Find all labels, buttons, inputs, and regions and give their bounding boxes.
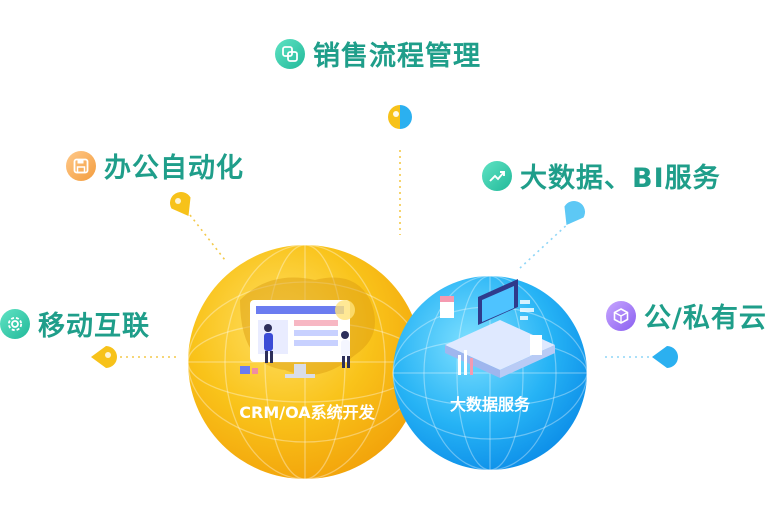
floppy-disk-icon <box>66 150 96 181</box>
feature-bigdata-bi-label: 大数据、BI服务 <box>520 163 721 194</box>
feature-mobile-label: 移动互联 <box>38 311 150 342</box>
map-pins <box>91 105 678 368</box>
gear-icon <box>0 308 30 339</box>
overlapping-squares-icon <box>275 38 305 69</box>
sphere-label-bigdata: 大数据服务 <box>450 395 531 414</box>
connector-office <box>189 214 226 261</box>
feature-cloud-label: 公/私有云 <box>644 303 767 334</box>
connector-bigdata <box>519 221 571 269</box>
feature-sales: 销售流程管理 <box>275 34 481 73</box>
cube-icon <box>606 300 636 331</box>
sphere-bigdata <box>392 275 588 471</box>
pin-sales <box>388 105 412 135</box>
feature-mobile: 移动互联 <box>0 304 150 343</box>
sphere-crm-oa <box>187 244 423 480</box>
sphere-label-crm-oa: CRM/OA系统开发 <box>239 403 375 422</box>
pin-bigdata <box>564 201 585 225</box>
feature-bigdata-bi: 大数据、BI服务 <box>482 156 721 195</box>
pin-office <box>170 192 191 216</box>
pin-cloud <box>652 346 678 368</box>
feature-cloud: 公/私有云 <box>606 296 767 335</box>
trend-chart-icon <box>482 160 512 191</box>
feature-office-label: 办公自动化 <box>104 153 244 184</box>
connector-lines <box>120 150 655 358</box>
pin-mobile <box>91 346 117 368</box>
feature-sales-label: 销售流程管理 <box>313 41 481 72</box>
feature-office: 办公自动化 <box>66 146 244 185</box>
